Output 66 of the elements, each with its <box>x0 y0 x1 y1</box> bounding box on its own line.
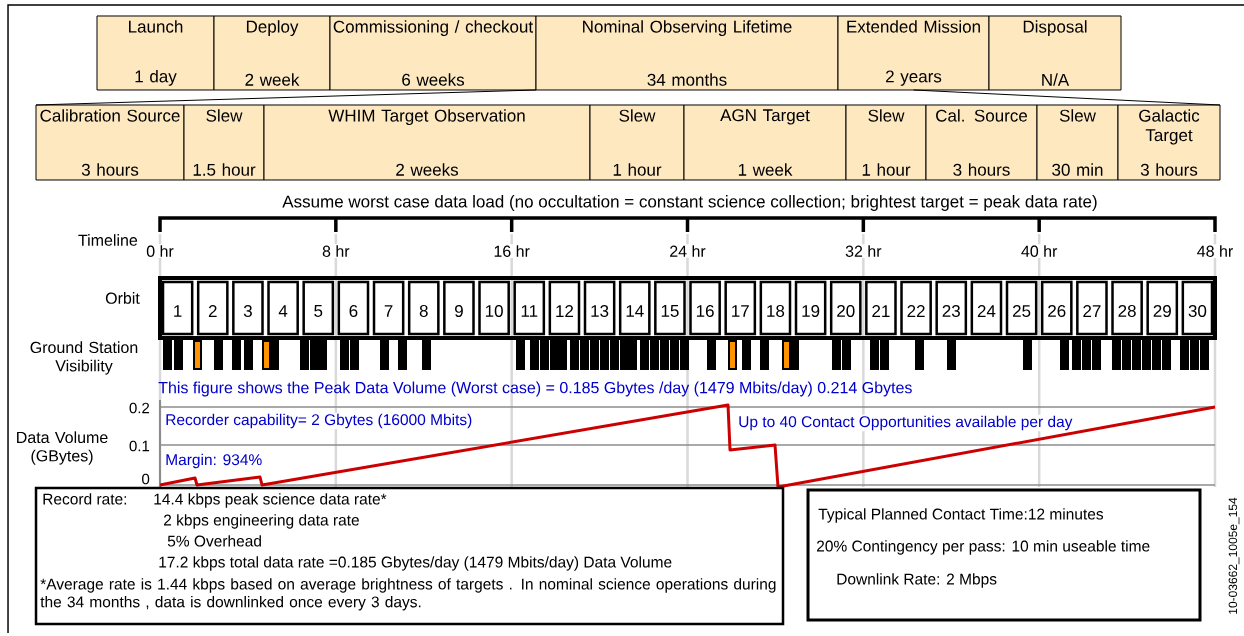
phase-box: Nominal Observing Lifetime 34 months <box>535 15 839 91</box>
orbit-box: 28 <box>1111 280 1143 336</box>
orbit-box: 6 <box>337 280 370 336</box>
orbit-box: 22 <box>900 280 932 336</box>
orbit-box: 21 <box>865 280 897 336</box>
orbit-box: 14 <box>618 280 651 336</box>
orbit-box: 16 <box>689 280 721 336</box>
orbit-box: 3 <box>232 280 264 336</box>
figure-id: 10-03662_1005e_154 <box>1228 497 1240 614</box>
row-label: Timeline <box>78 234 138 246</box>
orbit-box: 1 <box>161 280 194 336</box>
row-label: Ground Station Visibility <box>30 341 138 375</box>
tick-label: 24 hr <box>668 244 707 258</box>
activity-box: Slew 1 hour <box>589 104 685 181</box>
tick-label: 48 hr <box>1195 244 1235 258</box>
orbit-box: 2 <box>196 280 229 336</box>
orbit-box: 9 <box>443 280 475 336</box>
note-box: Typical Planned Contact Time:12 minutes 20% Contingency per pass: 10 min useable time Downlink Rate: 2 Mbps <box>806 488 1202 622</box>
orbit-box: 11 <box>513 280 546 336</box>
phase-box: Disposal N/A <box>988 15 1122 91</box>
orbit-box: 23 <box>935 280 968 336</box>
activity-box: Slew 1.5 hour <box>183 104 265 181</box>
activity-box: Galactic Target 3 hours <box>1117 104 1221 181</box>
activity-box: Slew 30 min <box>1036 104 1119 181</box>
phase-box: Deploy 2 week <box>213 15 331 91</box>
orbit-box: 17 <box>724 280 757 336</box>
tick-label: 0.1 <box>129 440 150 452</box>
chart-note: Up to 40 Contact Opportunities available per day <box>737 414 1074 432</box>
orbit-box: 7 <box>372 280 405 336</box>
orbit-box: 13 <box>583 280 616 336</box>
orbit-box: 20 <box>829 280 862 336</box>
row-label: Orbit <box>105 292 140 304</box>
activity-box: Calibration Source 3 hours <box>35 104 185 181</box>
orbit-box: 12 <box>548 280 581 336</box>
orbit-box: 30 <box>1181 280 1214 336</box>
orbit-box: 15 <box>654 280 686 336</box>
phase-box: Commissioning / checkout 6 weeks <box>329 15 537 91</box>
tick-label: 8 hr <box>321 244 351 258</box>
orbit-box: 26 <box>1040 280 1073 336</box>
orbit-box: 27 <box>1076 280 1108 336</box>
activity-box: Slew 1 hour <box>845 104 927 181</box>
orbit-box: 8 <box>407 280 440 336</box>
orbit-box: 18 <box>759 280 792 336</box>
orbit-box: 10 <box>478 280 510 336</box>
note-box: Record rate: 14.4 kbps peak science data rate* 2 kbps engineering data rate 5% Overhead 17.2 kbps total data rate =0.185 Gbytes/day (1479 Mbits/day) Data Volume *Average rate is 1.44 kbps based on average brightness of targets . In nominal science operations during the 34 months , data is downlinked once every 3 days. <box>34 486 785 626</box>
tick-label: 0.2 <box>129 402 150 414</box>
chart-note: Margin: 934% <box>164 452 264 470</box>
axis-title: Data Volume (GBytes) <box>17 431 108 465</box>
tick-label: 0 hr <box>145 244 175 258</box>
orbit-box: 4 <box>267 280 299 336</box>
note: Assume worst case data load (no occultation = constant science collection; brightest target = peak data rate) <box>282 195 1097 211</box>
phase-box: Launch 1 day <box>96 15 215 91</box>
tick-label: 32 hr <box>844 244 883 258</box>
phase-box: Extended Mission 2 years <box>837 15 990 91</box>
zoom-line <box>913 89 1221 106</box>
orbit-box: 25 <box>1005 280 1038 336</box>
tick-label: 40 hr <box>1019 244 1059 258</box>
orbit-box: 5 <box>302 280 335 336</box>
orbit-box: 19 <box>794 280 827 336</box>
orbit-box: 29 <box>1146 280 1179 336</box>
note: This figure shows the Peak Data Volume (Worst case) = 0.185 Gbytes /day (1479 Mbits/day) 0.214 Gbytes <box>158 381 912 397</box>
tick-label: 16 hr <box>492 244 531 258</box>
activity-box: Cal. Source 3 hours <box>925 104 1038 181</box>
zoom-line <box>35 89 537 106</box>
orbit-box: 24 <box>970 280 1003 336</box>
chart-note: Recorder capability= 2 Gbytes (16000 Mbits) <box>164 412 474 430</box>
